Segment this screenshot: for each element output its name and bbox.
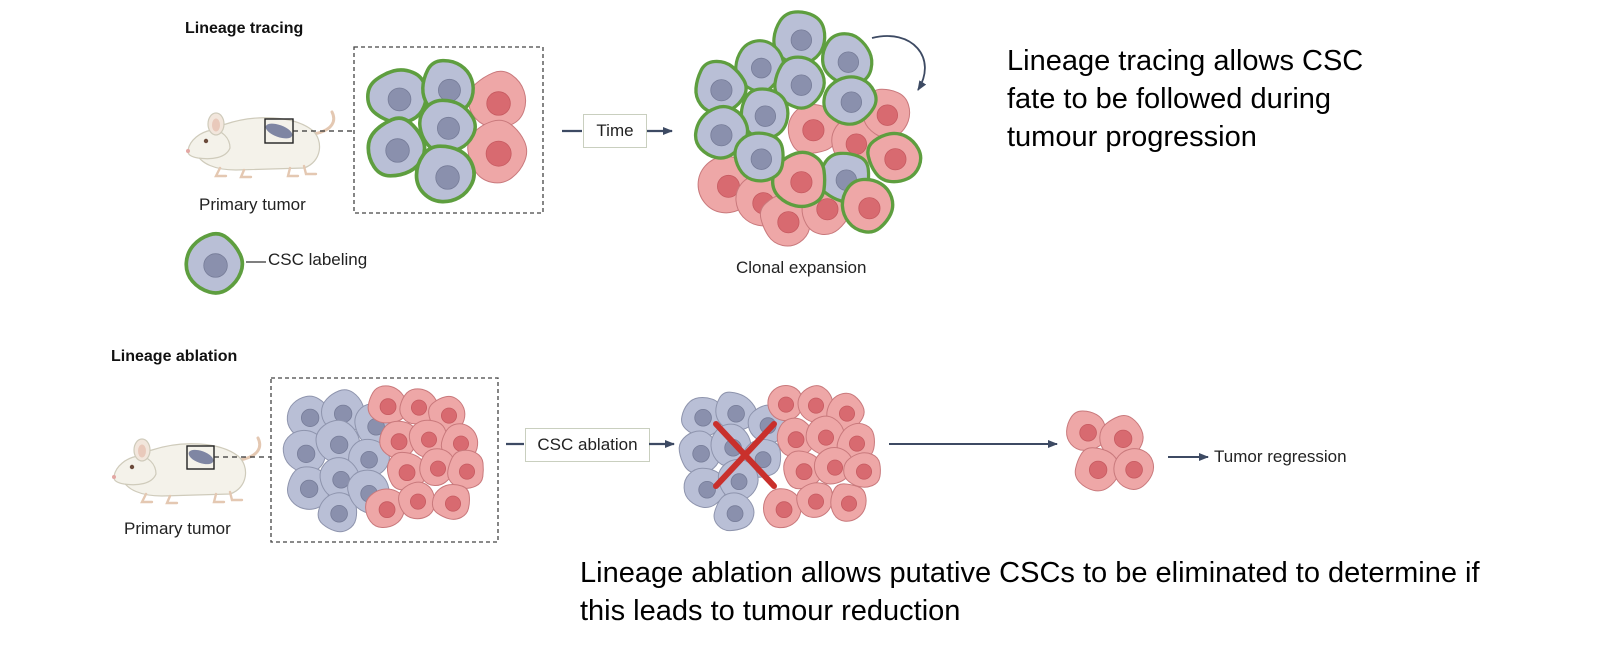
clonal-expansion-label: Clonal expansion: [736, 258, 867, 277]
csc-cell: [715, 391, 757, 431]
csc-cell: [315, 419, 361, 463]
ablation-tumor-site: [186, 445, 271, 470]
tumor-cell: [843, 452, 881, 488]
labeled-csc-cell: [184, 231, 245, 295]
labeled-csc-cell: [770, 150, 827, 209]
labeled-csc-cell: [414, 144, 476, 204]
ablation-title: Lineage ablation: [111, 348, 238, 365]
tumor-cell: [830, 483, 867, 522]
tumor-cell: [379, 420, 417, 459]
csc-cell: [286, 395, 333, 439]
csc-cell: [348, 438, 390, 479]
tracing-zoom-box: [353, 46, 544, 214]
labeled-csc-cell: [733, 131, 785, 183]
csc-cell: [317, 492, 358, 533]
tracing-note-line-2: fate to be followed during: [1007, 83, 1332, 115]
tumor-cell: [783, 450, 825, 490]
time-label: Time: [596, 121, 634, 140]
tracing-mouse: [184, 110, 336, 179]
labeled-csc-cell: [694, 59, 748, 115]
tumor-cell: [419, 448, 456, 487]
csc-cell: [282, 429, 327, 474]
labeled-csc-cell: [366, 116, 427, 178]
time-label-box: Time: [583, 114, 647, 148]
tumor-cell: [468, 70, 527, 129]
ablation-primary-tumor-label: Primary tumor: [124, 519, 231, 538]
tumor-cell: [762, 488, 802, 529]
labeled-csc-cell: [840, 177, 895, 234]
tumor-cell: [797, 385, 834, 424]
tumor-cell: [767, 385, 803, 421]
tumor-regression-label: Tumor regression: [1214, 447, 1347, 466]
tracing-zoom-cells: [365, 58, 528, 204]
tumor-cell: [398, 481, 436, 520]
csc-ablation-label-box: CSC ablation: [525, 428, 650, 462]
tumor-cell: [399, 388, 439, 425]
csc-labeling-legend-cell: [184, 231, 245, 295]
ablation-cross-icon: [713, 421, 777, 489]
labeled-csc-cell: [739, 87, 790, 141]
csc-cell: [713, 492, 755, 532]
csc-ablation-label: CSC ablation: [537, 435, 638, 454]
tumor-cell: [776, 417, 817, 458]
tracing-tumor-site: [264, 118, 354, 144]
tumor-cell: [787, 104, 840, 154]
tumor-cell: [431, 483, 470, 520]
labeled-csc-cell: [822, 75, 878, 126]
ablation-mouse: [110, 436, 262, 505]
tumor-cell: [1113, 448, 1155, 490]
labeled-csc-cell: [418, 98, 477, 154]
csc-cell: [681, 397, 723, 438]
regressed-tumor-cells: [1066, 410, 1155, 492]
labeled-csc-cell: [820, 32, 874, 87]
tumor-cell: [1066, 410, 1107, 451]
ablated-tumor-cells: [678, 385, 881, 532]
tumor-cell: [447, 449, 484, 489]
labeled-csc-cell: [866, 131, 923, 184]
tracing-note-line-1: Lineage tracing allows CSC: [1007, 45, 1364, 77]
tumor-cell: [813, 446, 854, 485]
tracing-note-line-3: tumour progression: [1007, 121, 1257, 153]
ablation-zoom-box: [270, 377, 499, 543]
tumor-cell: [367, 385, 408, 424]
clonal-expansion-cells: [693, 10, 923, 247]
ablation-note: Lineage ablation allows putative CSCs to…: [580, 554, 1580, 630]
self-renewal-curved-arrow: [871, 35, 927, 91]
csc-cell: [287, 466, 330, 510]
csc-labeling-label: CSC labeling: [268, 250, 368, 269]
ablation-note-line-2: this leads to tumour reduction: [580, 595, 961, 627]
tumor-cell: [796, 482, 833, 518]
tracing-title: Lineage tracing: [185, 20, 304, 37]
tracing-note: Lineage tracing allows CSC fate to be fo…: [1007, 42, 1427, 156]
labeled-csc-cell: [365, 68, 429, 125]
tumor-cell: [1074, 447, 1121, 492]
tumor-cell: [365, 488, 406, 529]
ablation-note-line-1: Lineage ablation allows putative CSCs to…: [580, 557, 1480, 589]
tracing-primary-tumor-label: Primary tumor: [199, 195, 306, 214]
ablation-zoom-cells: [282, 385, 484, 533]
csc-cell: [678, 430, 721, 474]
